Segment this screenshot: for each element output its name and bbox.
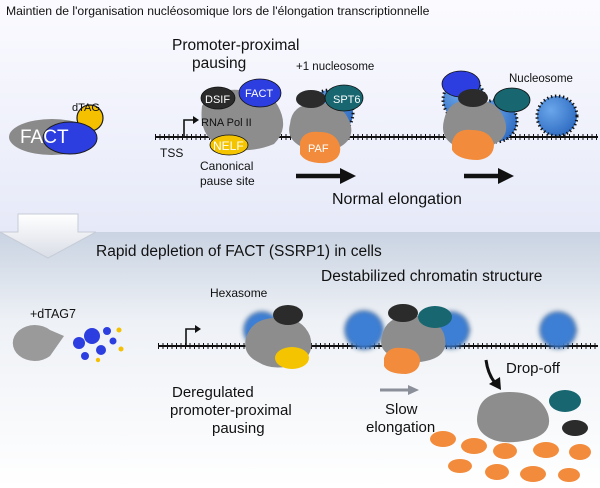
spt6-dropped [549,390,581,412]
tss-arrow-bottom [185,325,201,345]
paf-shape-2 [452,129,494,160]
dtag-label: dTAG [72,102,100,114]
normal-elongation-label: Normal elongation [332,191,462,208]
promoter-pausing-label-line1: Promoter-proximal [172,37,299,54]
rna-pol-ii-dropped [477,392,550,443]
deregulated-label-line2: promoter-proximal [170,402,292,419]
dissociated-complex [430,390,591,482]
nelf-bottom-paused [275,347,309,369]
paf-fragment-4 [533,442,559,458]
spt6-shape-1 [324,84,364,112]
paf-fragment-8 [520,466,546,482]
nucleosome-label: Nucleosome [509,73,573,85]
paf-shape-1 [300,131,341,164]
spt6-slow [418,306,452,328]
nucleosome-blurred-3 [538,310,578,350]
spt6-shape-2 [493,87,531,113]
slow-elongation-arrow [380,385,419,395]
normal-elongation-arrows [296,168,514,184]
elongating-complex-2 [441,70,531,160]
nucleosome-blurred-1 [343,309,385,351]
slow-elongation-complex [381,304,452,374]
spt6-label: SPT6 [333,94,361,106]
pause-site-label-line2: pause site [200,174,255,188]
plus1-nucleosome-label: +1 nucleosome [296,61,374,73]
nelf-label: NELF [213,139,244,153]
paf-slow [384,347,420,374]
fact-dtag-complex: FACT dTAG [9,102,104,155]
dsif-elongating-2 [458,89,488,107]
dtag7-label: +dTAG7 [30,307,76,321]
dropoff-label: Drop-off [506,360,561,377]
figure-title: Maintien de l'organisation nucléosomique… [6,4,430,18]
deregulated-label-line3: pausing [212,420,265,437]
transition-arrow [0,213,97,259]
fact-small-label: FACT [245,88,273,100]
elongating-complex-1 [289,84,364,164]
fact-label: FACT [20,127,69,148]
tss-arrow [183,116,199,136]
paf-fragment-9 [558,468,580,482]
destabilized-label: Destabilized chromatin structure [321,268,542,285]
deregulated-label-line1: Deregulated [172,384,254,401]
dsif-bottom-paused [273,305,303,325]
dsif-elongating-1 [296,90,326,108]
paf-fragment-6 [448,459,472,473]
dsif-label: DSIF [205,94,230,106]
drop-off-arrow [484,359,501,390]
paused-complex-bottom [245,305,312,369]
fact-blue-subunit [42,121,98,155]
dsif-slow [388,304,418,322]
hexasome-label: Hexasome [210,286,268,300]
pause-site-label-line1: Canonical [200,159,253,173]
paf-fragment-5 [569,444,591,460]
paf-fragment-7 [485,464,509,480]
fact-small-shape [238,78,282,108]
pol2-label: RNA Pol II [201,117,252,129]
bottom-heading: Rapid depletion of FACT (SSRP1) in cells [96,243,382,260]
dsif-dropped [562,420,588,436]
dtag7-molecules [73,327,124,363]
slow-label-line1: Slow [385,401,418,418]
paf-fragment-2 [461,438,487,454]
nelf-shape [209,134,249,156]
tss-label: TSS [160,146,183,160]
dsif-shape [200,86,236,110]
paf-fragment-1 [430,431,456,447]
paf-label: PAF [308,143,329,155]
paf-fragment-3 [493,443,517,459]
paused-polymerase-complex [200,78,284,156]
promoter-pausing-label-line2: pausing [192,55,246,72]
degraded-fact-shape [12,325,64,361]
slow-label-line2: elongation [366,419,435,436]
nucleosome-far-right [535,94,579,138]
